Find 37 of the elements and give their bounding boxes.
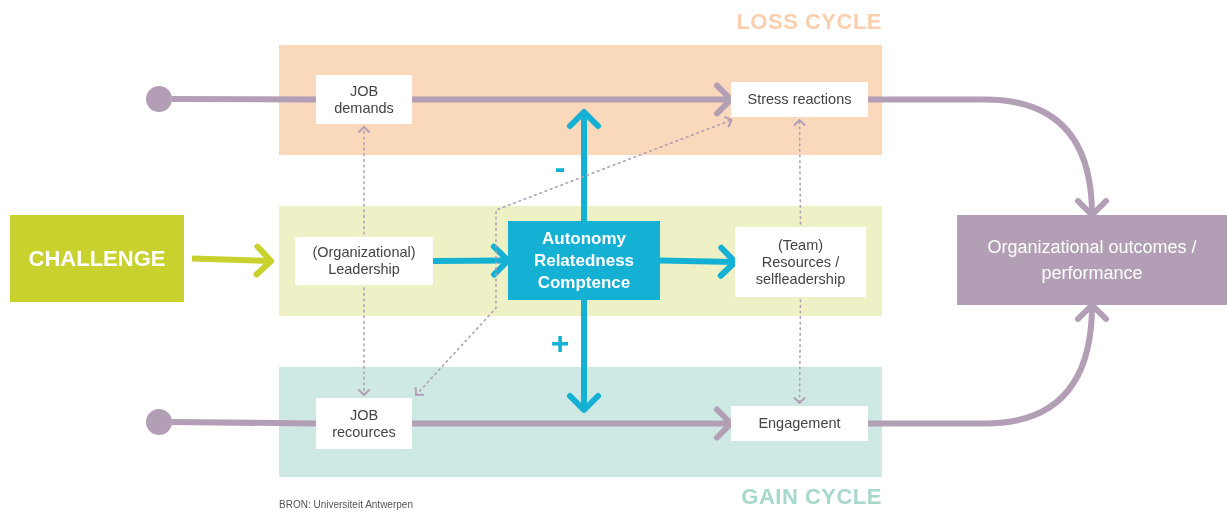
box-label: JOB recources xyxy=(331,406,397,441)
arrow xyxy=(358,126,370,235)
arrow xyxy=(191,243,274,278)
circle-dot xyxy=(146,409,172,435)
box-label: Stress reactions xyxy=(747,91,852,108)
arrow xyxy=(793,119,806,225)
challenge-box xyxy=(10,215,184,302)
highlight-box xyxy=(508,221,660,300)
cycle-heading: LOSS CYCLE xyxy=(736,9,882,35)
box-label: Engagement xyxy=(758,415,841,432)
connector-line xyxy=(171,419,317,427)
arrow xyxy=(358,287,370,396)
text-box xyxy=(316,398,412,449)
box-label: CHALLENGE xyxy=(28,245,166,272)
text-box xyxy=(316,75,412,124)
text-box xyxy=(731,406,868,441)
arrow xyxy=(414,116,733,396)
arrow xyxy=(567,300,601,413)
box-label: JOB demands xyxy=(333,82,395,117)
box-label: Organizational outcomes / performance xyxy=(986,236,1198,285)
connector-line xyxy=(172,96,316,103)
outcome-box xyxy=(957,215,1227,305)
box-label: (Team) Resources / selfleadership xyxy=(754,236,847,288)
text-box xyxy=(731,82,868,117)
edge-label: + xyxy=(550,327,570,359)
text-box xyxy=(295,237,433,285)
arrow xyxy=(868,96,1109,218)
circle-dot xyxy=(146,86,172,112)
arrow xyxy=(793,299,806,404)
arrow xyxy=(567,109,601,221)
cycle-band xyxy=(279,206,882,316)
box-label: (Organizational) Leadership xyxy=(311,244,417,278)
box-label: Autonomy Relatedness Comptence xyxy=(532,227,636,294)
text-box xyxy=(735,227,866,297)
cycle-heading: GAIN CYCLE xyxy=(741,484,882,510)
source-note: BRON: Universiteit Antwerpen xyxy=(279,499,413,510)
edge-label: - xyxy=(554,150,566,183)
